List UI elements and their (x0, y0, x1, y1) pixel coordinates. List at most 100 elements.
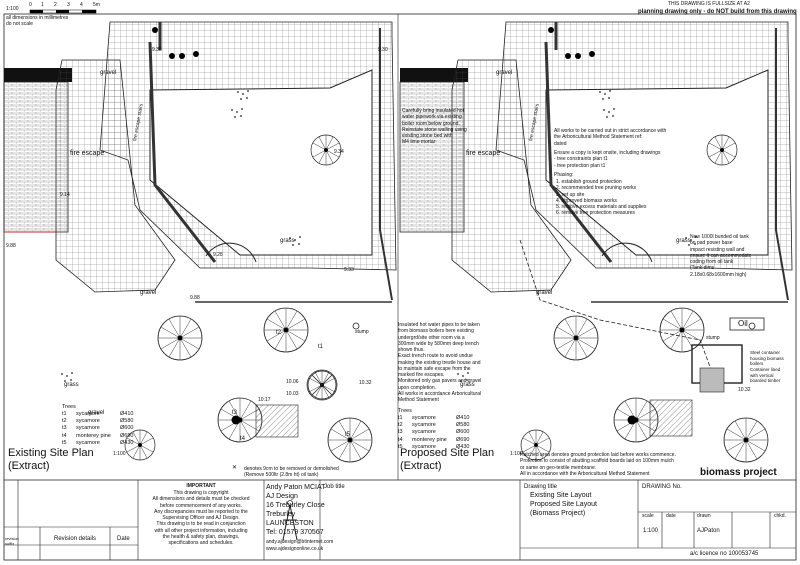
ex-level-8: 10.06 (286, 379, 299, 385)
ex-gravel-2: gravel (140, 290, 157, 296)
company-name: AJ Design (266, 493, 298, 500)
ex-level-4: 9.88 (6, 243, 16, 249)
ex-fire-escape: fire escape (70, 150, 105, 157)
pr-oil-tank-label: Oil (738, 319, 748, 328)
phasing-title: Phasing: (554, 172, 574, 178)
ex-level-2: 9.30 (378, 47, 388, 53)
drawing-title-label: Drawing title (524, 484, 558, 490)
revision-suffix-label: revision suffix (5, 536, 19, 546)
date-field-label: date (666, 513, 676, 519)
address-line-1: 16 Treburley Close (266, 502, 325, 509)
existing-plan (3, 21, 397, 463)
do-not-scale: do not scale (6, 21, 33, 27)
important-title: IMPORTANT (186, 483, 216, 489)
hatch-note: Hatched area denotes ground protection l… (520, 452, 676, 477)
drawing-title: Existing Site Layout Proposed Site Layou… (530, 492, 597, 517)
ex-tree-t4: t4 (240, 436, 246, 442)
email: andy.ajdesign@btinternet.com (266, 539, 334, 545)
pr-grass-1: grass (676, 238, 691, 244)
ex-level-3: 9.14 (60, 192, 70, 198)
ex-level-6: 9.33 (344, 267, 354, 273)
ex-level-12: 9.34 (334, 149, 344, 155)
container-note: Steel container housing biomass boilers … (750, 350, 784, 384)
title-block-lines (4, 479, 796, 560)
ex-level-11: 10.17 (258, 397, 271, 403)
designer-name: Andy Paton MCIAT (266, 484, 326, 491)
proposed-plan (399, 21, 793, 463)
existing-plan-scale: 1:100 (113, 451, 126, 457)
removal-x-icon: ✕ (232, 465, 238, 471)
proposed-plan-subtitle: (Extract) (400, 460, 442, 472)
ex-level-1: 9.38 (152, 47, 162, 53)
ex-grass-2: grass (64, 382, 79, 388)
pr-gravel-1: gravel (496, 70, 513, 76)
important-text: This drawing is copyright All dimensions… (152, 490, 250, 546)
pr-stump: stump (706, 335, 720, 341)
phasing-list: 1. establish ground protection 2. recomm… (556, 179, 647, 217)
scale-field-label: scale (642, 513, 654, 519)
scale-tick-0: 0 (29, 2, 32, 8)
trench-note: Insulated hot water pipes to be taken fr… (398, 322, 482, 403)
scale-tick-1: 1 (41, 2, 44, 8)
project-name: biomass project (700, 467, 777, 478)
drawn-field-value: AJPaton (697, 528, 720, 534)
existing-plan-title: Existing Site Plan (8, 447, 94, 459)
ex-grass-1: grass (280, 238, 295, 244)
existing-plan-subtitle: (Extract) (8, 460, 50, 472)
tank-note: New 1000l bunded oil tank on pad power b… (690, 234, 752, 278)
ex-tree-t3: t3 (232, 410, 238, 416)
proposed-plan-title: Proposed Site Plan (400, 447, 495, 459)
arb-note-2: Ensure a copy is kept onsite, including … (554, 150, 661, 169)
scale-label: 1:100 (6, 6, 19, 12)
pr-fire-escape: fire escape (466, 150, 501, 157)
ex-level-7: 9.88 (190, 295, 200, 301)
ex-level-9: 10.03 (286, 391, 299, 397)
job-title-label: Job title (324, 484, 345, 490)
pipe-note: Carefully bring insulated hot water pipe… (402, 108, 467, 146)
licence-number: a/c licence no 100053745 (690, 551, 759, 557)
arb-note-1: All works to be carried out in strict ac… (554, 128, 667, 147)
ex-tree-t1: t1 (318, 344, 324, 350)
drawing-number-label: DRAWING No. (642, 484, 682, 490)
dims-note: all dimensions in millimetres (6, 15, 69, 21)
ex-tree-t2: t2 (276, 330, 282, 336)
address-line-3: LAUNCESTON (266, 520, 314, 527)
date-label: Date (117, 536, 130, 542)
pr-level-new: 10.32 (738, 387, 751, 393)
pr-trees-table-title: Trees (398, 408, 412, 414)
scale-tick-4: 4 (80, 2, 83, 8)
ex-level-10: 10.32 (359, 380, 372, 386)
revision-details-label: Revision details (54, 536, 97, 542)
scale-bar (29, 9, 97, 14)
scale-tick-5: 5m (93, 2, 100, 8)
drawn-field-label: drawn (697, 513, 711, 519)
paper-size-note: THIS DRAWING IS FULLSIZE AT A2 (668, 1, 750, 7)
scale-tick-3: 3 (67, 2, 70, 8)
checked-field-label: chkd. (774, 513, 786, 519)
proposed-plan-scale: 1:100 (510, 451, 523, 457)
ex-gravel-1: gravel (100, 70, 117, 76)
ex-trees-table-title: Trees (62, 404, 76, 410)
pr-grass-2: grass (460, 382, 475, 388)
telephone: Tel: 01579 370567 (266, 529, 324, 536)
scale-field-value: 1:100 (643, 528, 659, 534)
scale-tick-2: 2 (54, 2, 57, 8)
ex-stump: stump (355, 329, 369, 335)
ex-level-5: 9.28 (213, 252, 223, 258)
removal-note: denotes 9cm to be removed or demolished … (244, 466, 339, 479)
ex-tree-t5: t5 (345, 432, 351, 438)
ex-gravel-3: gravel (88, 410, 105, 416)
planning-warning: planning drawing only - do NOT build fro… (638, 9, 797, 15)
